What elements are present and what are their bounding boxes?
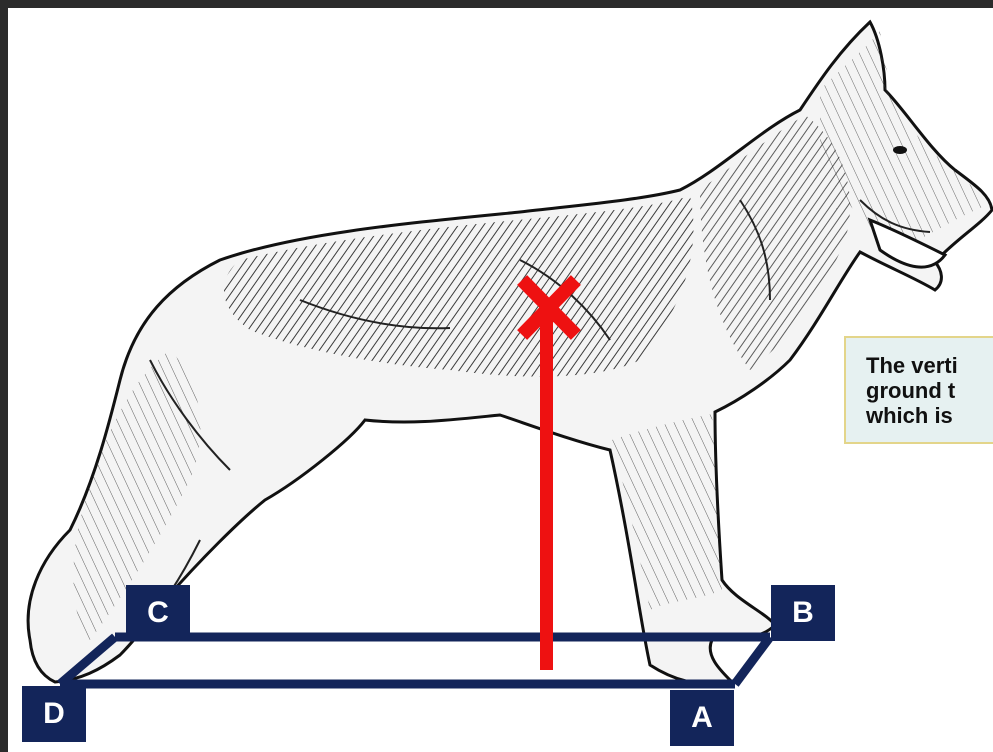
callout-line-2: ground t — [866, 378, 993, 403]
callout-line-1: The verti — [866, 353, 993, 378]
gravity-vertical-line — [540, 312, 553, 670]
corner-label-a: A — [670, 690, 734, 746]
explanation-callout: The verti ground t which is — [844, 336, 993, 444]
corner-label-b: B — [771, 585, 835, 641]
callout-line-3: which is — [866, 403, 993, 428]
corner-label-d: D — [22, 686, 86, 742]
dog-eye-icon — [893, 146, 907, 154]
corner-label-c: C — [126, 585, 190, 641]
